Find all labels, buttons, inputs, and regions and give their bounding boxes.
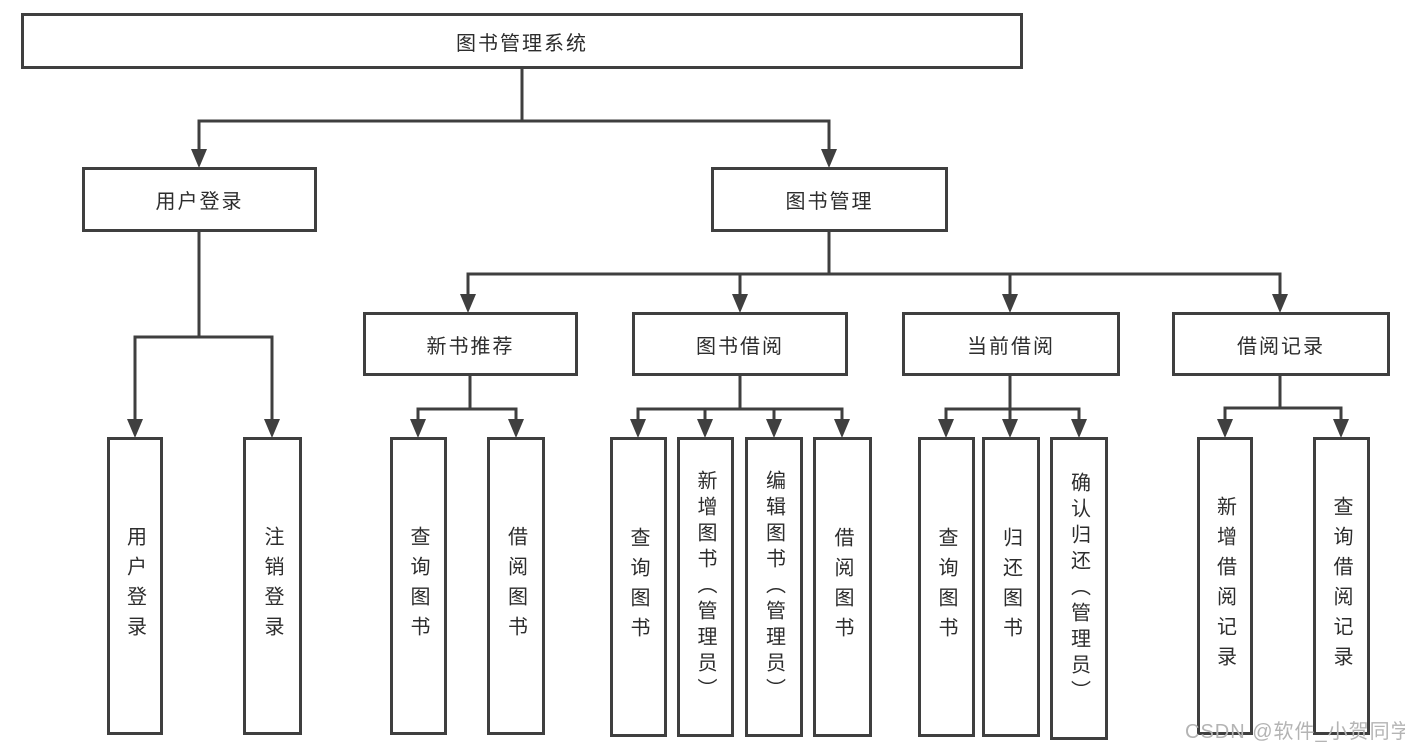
- connector-current-to-leaves: [944, 375, 1081, 425]
- leaf-records-add-record: 新增借阅记录: [1197, 437, 1253, 735]
- leaf-current-return-books-label: 归还图书: [999, 527, 1022, 647]
- arrowhead: [191, 149, 207, 168]
- arrowhead: [938, 419, 954, 438]
- connector-bookmgmt-to-level3: [466, 230, 1282, 300]
- node-book-borrowing: 图书借阅: [632, 312, 848, 376]
- node-borrowing-records: 借阅记录: [1172, 312, 1390, 376]
- leaf-borrowing-edit-books: 编辑图书（管理员）: [745, 437, 803, 737]
- leaf-logout: 注销登录: [243, 437, 302, 735]
- connector-records-to-leaves: [1223, 375, 1343, 425]
- arrowhead: [127, 419, 143, 438]
- arrowhead: [1002, 294, 1018, 313]
- leaf-borrowing-query-books-label: 查询图书: [627, 527, 649, 647]
- leaf-borrowing-edit-books-label: 编辑图书（管理员）: [762, 470, 785, 704]
- node-book-borrowing-label: 图书借阅: [696, 335, 784, 358]
- node-root-label: 图书管理系统: [456, 32, 588, 55]
- node-book-management-label: 图书管理: [785, 191, 874, 213]
- leaf-borrowing-add-books: 新增图书（管理员）: [677, 437, 734, 737]
- leaf-current-query-books-label: 查询图书: [935, 527, 957, 647]
- connector-borrowing-to-leaves: [636, 375, 844, 425]
- leaf-recommend-borrow-books-label: 借阅图书: [504, 526, 527, 646]
- arrowhead: [508, 419, 524, 438]
- leaf-current-query-books: 查询图书: [918, 437, 975, 737]
- node-current-borrowing-label: 当前借阅: [967, 335, 1055, 358]
- leaf-current-return-books: 归还图书: [982, 437, 1040, 737]
- arrowhead: [410, 419, 426, 438]
- leaf-records-query-record-label: 查询借阅记录: [1330, 496, 1352, 676]
- node-book-management: 图书管理: [711, 167, 948, 232]
- node-user-login-label: 用户登录: [155, 191, 244, 213]
- arrowheads: [127, 149, 1349, 438]
- arrowhead: [834, 419, 850, 438]
- leaf-recommend-query-books-label: 查询图书: [407, 526, 429, 646]
- arrowhead: [1071, 419, 1087, 438]
- arrowhead: [1002, 419, 1018, 438]
- arrowhead: [630, 419, 646, 438]
- arrowhead: [460, 294, 476, 313]
- leaf-borrowing-query-books: 查询图书: [610, 437, 667, 737]
- arrowhead: [821, 149, 837, 168]
- leaf-records-query-record: 查询借阅记录: [1313, 437, 1370, 735]
- leaf-user-login: 用户登录: [107, 437, 163, 735]
- leaf-recommend-query-books: 查询图书: [390, 437, 447, 735]
- arrowhead: [1217, 419, 1233, 438]
- leaf-recommend-borrow-books: 借阅图书: [487, 437, 545, 735]
- node-borrowing-records-label: 借阅记录: [1237, 335, 1325, 358]
- connector-userlogin-to-leaves: [133, 230, 274, 425]
- node-new-book-recommend-label: 新书推荐: [426, 335, 515, 358]
- arrowhead: [1272, 294, 1288, 313]
- node-root: 图书管理系统: [21, 13, 1023, 69]
- arrowhead: [766, 419, 782, 438]
- leaf-logout-label: 注销登录: [261, 526, 283, 646]
- arrowhead: [697, 419, 713, 438]
- node-new-book-recommend: 新书推荐: [363, 312, 578, 376]
- leaf-borrowing-borrow-books: 借阅图书: [813, 437, 872, 737]
- leaf-user-login-label: 用户登录: [123, 526, 146, 646]
- arrowhead: [1333, 419, 1349, 438]
- arrowhead: [264, 419, 280, 438]
- leaf-current-confirm-return: 确认归还（管理员）: [1050, 437, 1108, 740]
- node-user-login: 用户登录: [82, 167, 317, 232]
- connector-root-to-level2: [197, 67, 831, 155]
- leaf-records-add-record-label: 新增借阅记录: [1213, 496, 1236, 676]
- csdn-watermark: CSDN @软件_小贺同学: [1185, 721, 1405, 743]
- connector-recommend-to-leaves: [416, 375, 518, 425]
- leaf-borrowing-add-books-label: 新增图书（管理员）: [694, 470, 716, 704]
- leaf-borrowing-borrow-books-label: 借阅图书: [831, 527, 853, 647]
- leaf-current-confirm-return-label: 确认归还（管理员）: [1067, 471, 1090, 706]
- arrowhead: [732, 294, 748, 313]
- node-current-borrowing: 当前借阅: [902, 312, 1120, 376]
